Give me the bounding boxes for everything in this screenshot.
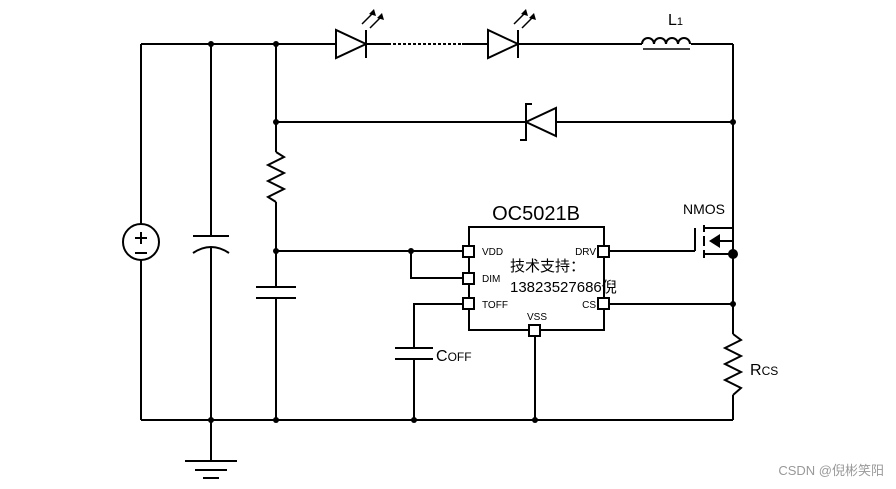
pin-drv-label: DRV [575, 247, 596, 258]
junction-dot [273, 417, 279, 423]
rcs-label: RCS [750, 362, 778, 379]
startup-resistor [265, 151, 287, 203]
dc-source [122, 44, 160, 420]
sense-resistor: RCS [722, 333, 778, 396]
support-text-line2: 13823527686倪 [510, 279, 617, 296]
junction-dot [208, 417, 214, 423]
pin-vss [528, 324, 541, 337]
vdd-supply-branch [256, 44, 296, 420]
pin-dim [462, 272, 475, 285]
nmos-transistor: NMOS [683, 201, 738, 266]
led-2 [487, 9, 536, 60]
inductor-l1: L1 [641, 12, 691, 50]
ic-oc5021b: OC5021B VDD DIM TOFF VSS DRV CS [276, 203, 733, 420]
junction-dot [273, 119, 279, 125]
pin-toff-label: TOFF [482, 300, 508, 311]
support-text-line1: 技术支持： [510, 258, 585, 275]
pin-drv [597, 245, 610, 258]
inductor-label: L1 [668, 12, 683, 29]
input-capacitor [192, 44, 230, 460]
junction-dot [208, 41, 214, 47]
coff-capacitor: COFF [395, 347, 472, 365]
coff-label: COFF [436, 348, 472, 365]
pin-vss-label: VSS [527, 312, 547, 323]
nmos-label: NMOS [683, 201, 725, 217]
ground-symbol [185, 460, 237, 479]
pin-dim-label: DIM [482, 274, 500, 285]
csdn-watermark: CSDN @倪彬笑阳 [778, 463, 884, 478]
pin-cs [597, 297, 610, 310]
junction-dot [730, 119, 736, 125]
ic-part-number: OC5021B [492, 203, 580, 225]
led-1 [335, 9, 384, 60]
pin-toff [462, 297, 475, 310]
pin-vdd-label: VDD [482, 247, 503, 258]
nmos-body-dot [728, 249, 738, 259]
schottky-diode [520, 103, 557, 141]
pin-cs-label: CS [582, 300, 596, 311]
pin-vdd [462, 245, 475, 258]
junction-dot [273, 41, 279, 47]
